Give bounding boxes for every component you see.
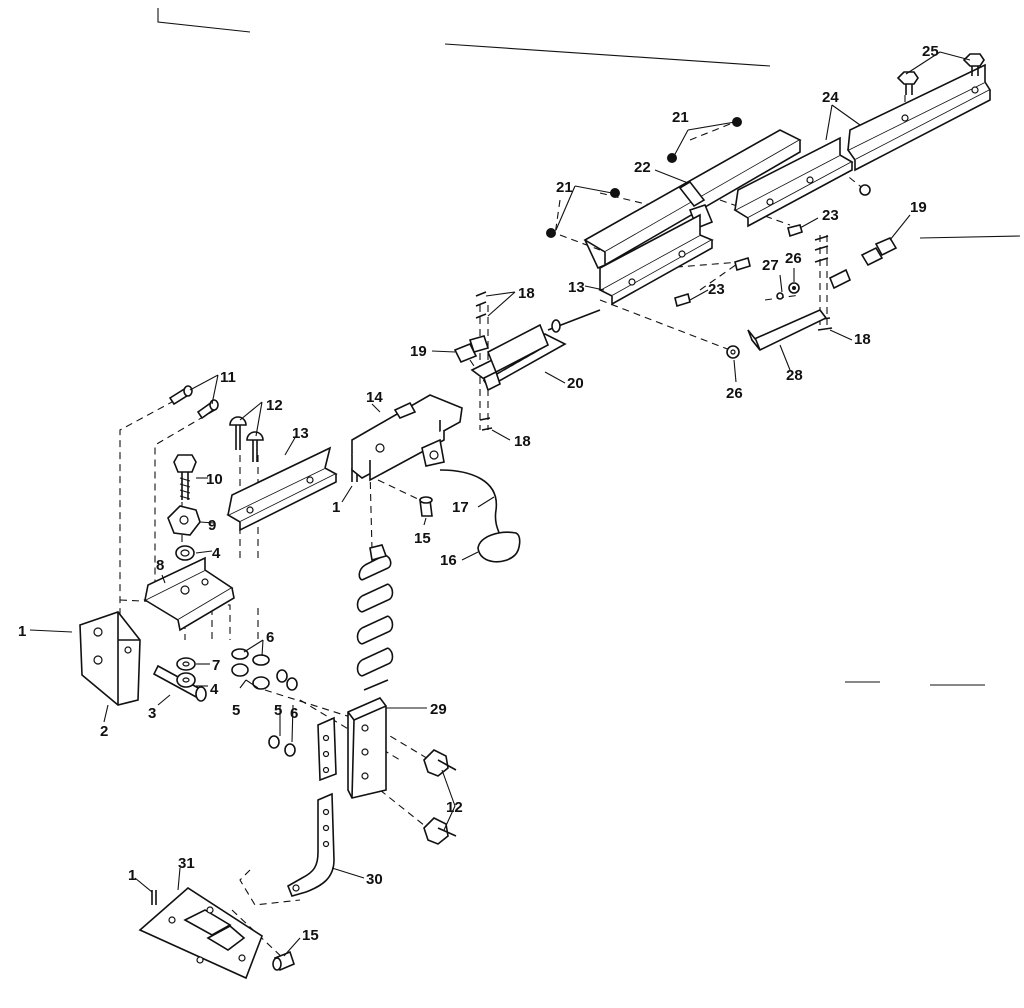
part-19-link-right (828, 236, 898, 290)
part-18-clips-upper (475, 291, 493, 431)
part-29-spring-bar (317, 544, 394, 799)
callout-9: 9 (208, 517, 216, 534)
callout-6-lower: 6 (290, 705, 298, 722)
callout-4-upper: 4 (212, 545, 221, 562)
part-31-face-plate (138, 886, 263, 980)
callout-27: 27 (762, 257, 779, 274)
callout-11: 11 (220, 369, 236, 386)
callout-14: 14 (366, 389, 383, 406)
callout-29: 29 (430, 701, 447, 718)
callout-1-left: 1 (18, 623, 26, 640)
part-15-pin-lower (272, 950, 295, 972)
callout-21-upper: 21 (672, 109, 689, 126)
part-26-27-fasteners (726, 282, 800, 359)
leader-lines (29, 51, 971, 957)
callout-5-right: 5 (274, 702, 282, 719)
callout-28: 28 (786, 367, 803, 384)
part-2-side-bracket (79, 611, 141, 706)
callout-12-upper: 12 (266, 397, 283, 414)
callout-15-lower: 15 (302, 927, 319, 944)
callout-18-lower: 18 (514, 433, 531, 450)
part-24-upper-rails (733, 63, 992, 228)
callout-7: 7 (212, 657, 220, 674)
part-30-arm (286, 792, 335, 897)
part-11-screws (168, 385, 219, 420)
part-12-top-bolts (229, 416, 264, 462)
callout-21-lower: 21 (556, 179, 573, 196)
part-19-link-left (453, 335, 490, 364)
callout-3: 3 (148, 705, 156, 722)
callout-26-upper: 26 (785, 250, 802, 267)
part-4-nut (175, 545, 195, 561)
part-13-mid-rail (598, 213, 714, 306)
part-13-left-rail (226, 446, 338, 532)
part-25-hex-bolts (896, 53, 985, 95)
callout-13-left: 13 (292, 425, 309, 442)
callout-26-lower: 26 (726, 385, 743, 402)
callout-13-mid: 13 (568, 279, 585, 296)
callout-19-right: 19 (910, 199, 927, 216)
part-8-slide-plate (143, 556, 235, 632)
callout-6-upper: 6 (266, 629, 274, 646)
callout-16: 16 (440, 552, 457, 569)
callout-18-right: 18 (854, 331, 871, 348)
callout-22: 22 (634, 159, 651, 176)
callout-25: 25 (922, 43, 939, 60)
part-23-bolts (674, 184, 871, 308)
part-16-handle (477, 531, 521, 563)
callout-23-lower: 23 (708, 281, 725, 298)
part-10-bolt (173, 454, 197, 500)
part-28-bracket (747, 309, 828, 351)
callout-1-trolley: 1 (332, 499, 340, 516)
part-4-lower-nut (176, 672, 196, 688)
callout-15-upper: 15 (414, 530, 431, 547)
part-12-lower-bolts (423, 749, 457, 845)
callout-20: 20 (567, 375, 584, 392)
callout-5-left: 5 (232, 702, 240, 719)
callout-10: 10 (206, 471, 223, 488)
callout-2: 2 (100, 723, 108, 740)
callout-12-lower: 12 (446, 799, 463, 816)
part-14-trolley (351, 394, 463, 482)
callout-4-lower: 4 (210, 681, 219, 698)
part-21-rivets (546, 117, 742, 238)
callout-23-upper: 23 (822, 207, 839, 224)
callout-30: 30 (366, 871, 383, 888)
part-17-cord (439, 469, 501, 536)
callout-18-upper: 18 (518, 285, 535, 302)
part-15-pin-upper (419, 496, 433, 517)
callout-1-plate: 1 (128, 867, 136, 884)
callout-31: 31 (178, 855, 195, 872)
scan-marks (157, 8, 1021, 686)
callout-17: 17 (452, 499, 469, 516)
part-22-rail-channel (583, 129, 802, 270)
part-20-spring-assembly (470, 309, 601, 392)
callout-24: 24 (822, 89, 839, 106)
part-7-washer (176, 657, 196, 671)
callout-8: 8 (156, 557, 164, 574)
part-9-knob (167, 505, 201, 536)
callout-19-left: 19 (410, 343, 427, 360)
part-5-6-fasteners (231, 648, 298, 757)
callout-labels: 1 2 3 4 4 5 5 6 6 7 8 9 10 11 12 12 13 1… (18, 43, 939, 944)
